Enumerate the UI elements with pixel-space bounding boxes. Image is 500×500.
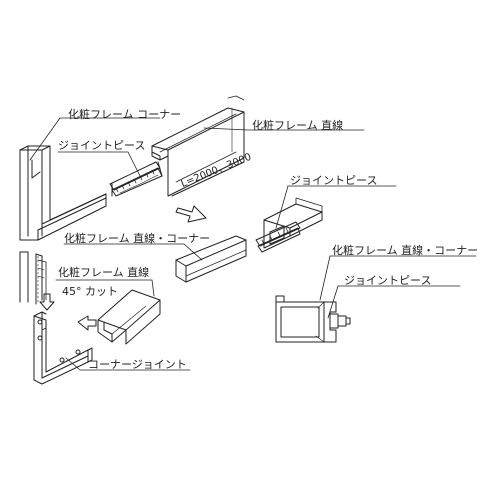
down-arrow: [39, 293, 55, 311]
label-joint-piece-1: ジョイントピース: [58, 139, 146, 152]
label-frame-straight-left: 化粧フレーム 直線: [58, 266, 150, 279]
left-vertical-frame: [19, 251, 47, 305]
straight-corner-frame-mid: [175, 235, 247, 283]
label-cut-45: 45° カット: [62, 285, 118, 298]
label-frame-straight-corner-mid: 化粧フレーム 直線・コーナー: [64, 232, 211, 245]
label-joint-piece-3: ジョイントピース: [344, 274, 432, 287]
corner-joint: [33, 311, 93, 385]
label-joint-piece-2: ジョイントピース: [290, 174, 378, 187]
label-frame-straight-top: 化粧フレーム 直線: [252, 119, 344, 132]
direction-arrow: [175, 205, 207, 223]
joint-piece-1: [109, 161, 163, 197]
left-arrow: [77, 315, 97, 331]
corner-frame: [19, 145, 107, 241]
label-frame-corner: 化粧フレーム コーナー: [68, 108, 182, 121]
label-corner-joint: コーナージョイント: [88, 358, 187, 371]
leader-lines: [29, 117, 477, 371]
frame-cross-section: [275, 295, 351, 343]
cut-45-frame: [97, 289, 161, 345]
right-frame-assembly: [255, 197, 323, 253]
label-frame-straight-corner-right: 化粧フレーム 直線・コーナー: [332, 244, 479, 257]
straight-frame-top: [151, 95, 245, 197]
